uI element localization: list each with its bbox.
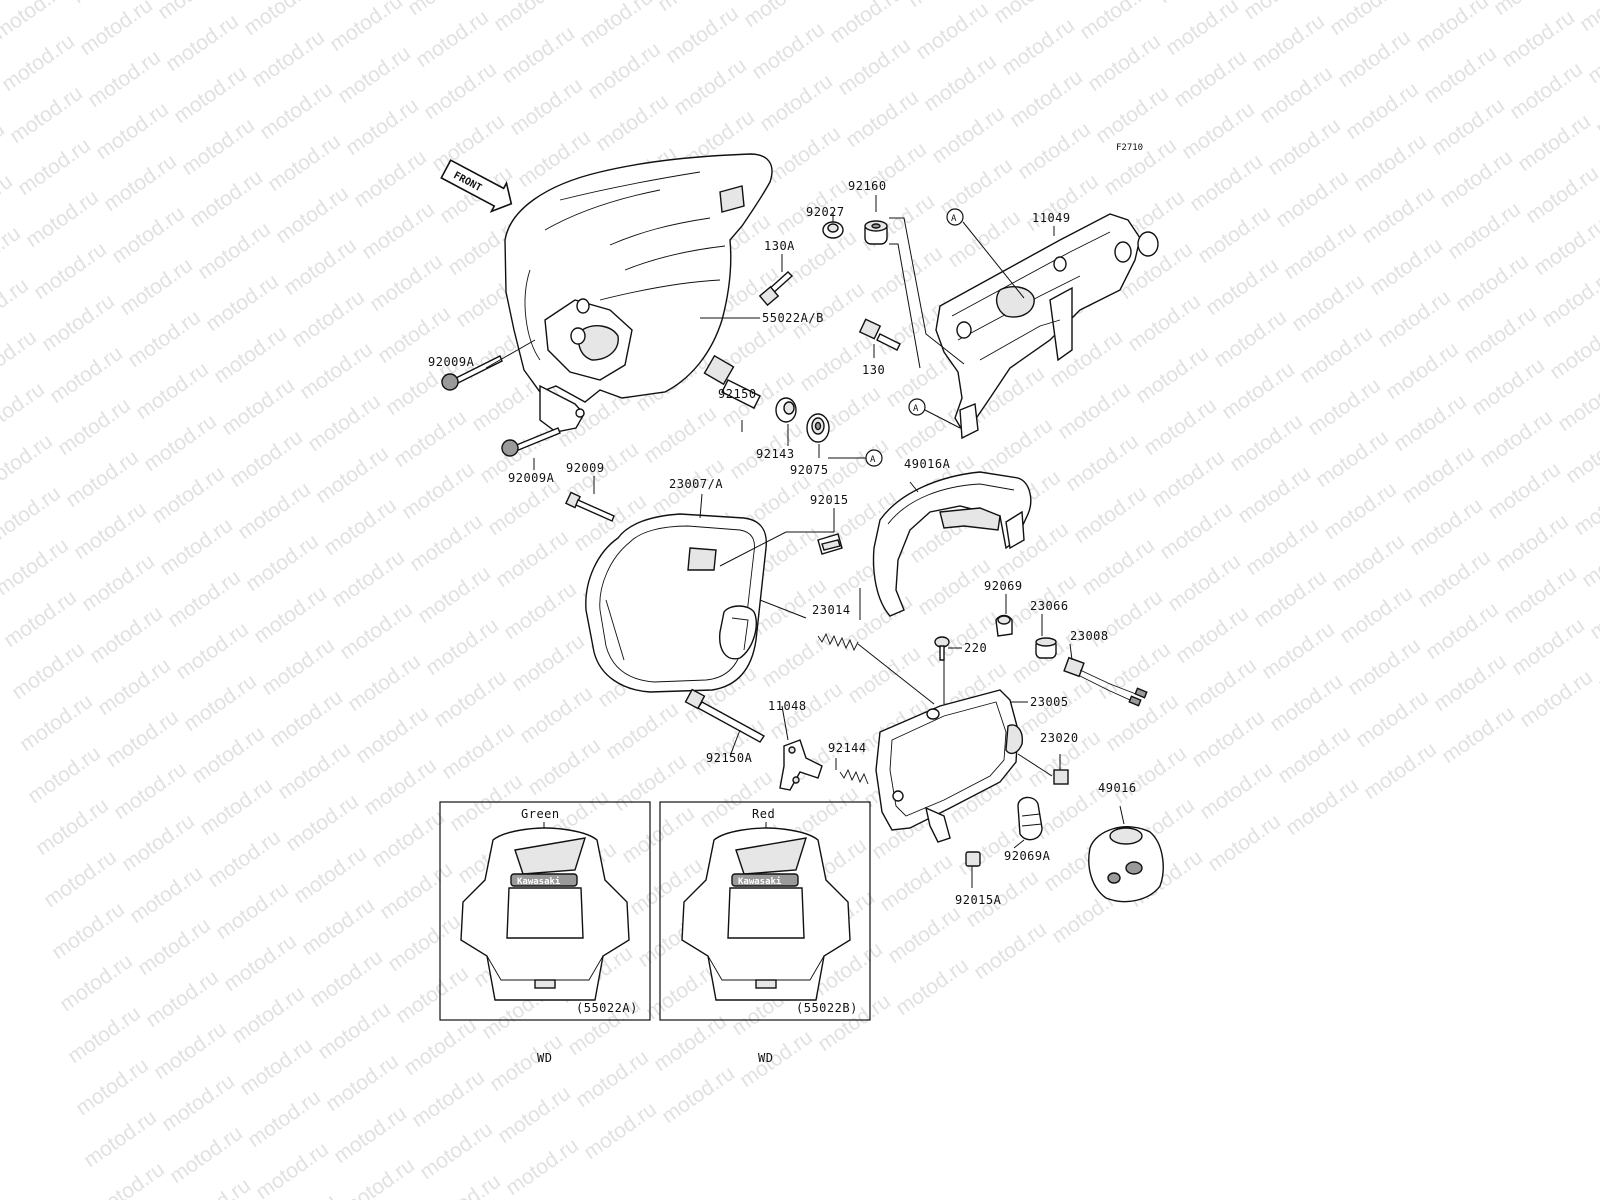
watermark-text: motod.ru bbox=[1360, 738, 1441, 804]
label-92009: 92009 bbox=[566, 461, 605, 475]
headlight-stay-11049 bbox=[935, 213, 1159, 440]
watermark-text: motod.ru bbox=[1576, 0, 1600, 36]
watermark-text: motod.ru bbox=[814, 990, 895, 1056]
label-49016A: 49016A bbox=[904, 457, 951, 471]
brand-text: Kawasaki bbox=[517, 876, 561, 887]
inset-color-label: Red bbox=[752, 807, 775, 821]
callout-letter: A bbox=[951, 214, 957, 224]
watermark-text: motod.ru bbox=[580, 1098, 661, 1164]
watermark-text: motod.ru bbox=[970, 918, 1051, 984]
label-92009A-lower: 92009A bbox=[508, 471, 555, 485]
label-92009A-upper: 92009A bbox=[428, 355, 475, 369]
watermark-text: motod.ru bbox=[502, 1134, 583, 1200]
label-92075: 92075 bbox=[790, 463, 829, 477]
watermark-text: motod.ru bbox=[1204, 810, 1285, 876]
socket-23008 bbox=[1063, 656, 1148, 707]
label-130: 130 bbox=[862, 363, 885, 377]
callout-letter: A bbox=[913, 404, 919, 414]
label-92015: 92015 bbox=[810, 493, 849, 507]
label-55022AB: 55022A/B bbox=[762, 311, 824, 325]
label-92015A: 92015A bbox=[955, 893, 1002, 907]
bolt-92150 bbox=[703, 354, 761, 409]
front-arrow: FRONT bbox=[440, 159, 513, 213]
grommet-92075 bbox=[806, 413, 830, 443]
collar-92027 bbox=[822, 221, 844, 239]
inset-green: Green Kawasaki (55022A) WD bbox=[439, 801, 651, 1065]
label-23007A: 23007/A bbox=[669, 477, 723, 491]
watermark-text: motod.ru bbox=[736, 1026, 817, 1092]
leader-lines bbox=[485, 195, 1125, 888]
watermark-text: motod.ru bbox=[1282, 774, 1363, 840]
label-92150: 92150 bbox=[718, 387, 757, 401]
callout-a-stay: A bbox=[946, 208, 964, 226]
label-92069: 92069 bbox=[984, 579, 1023, 593]
label-220: 220 bbox=[964, 641, 987, 655]
cap-23020 bbox=[1053, 769, 1069, 785]
callout-letter: A bbox=[870, 455, 876, 465]
collar-92143 bbox=[775, 397, 797, 423]
label-92160: 92160 bbox=[848, 179, 887, 193]
housing-23005 bbox=[875, 689, 1023, 843]
inset-part-ref: (55022B) bbox=[796, 1001, 858, 1015]
socket-23066 bbox=[1035, 637, 1057, 659]
headlight-23007A bbox=[585, 513, 767, 693]
part-labels: 92160 92027 11049 130A 55022A/B 92009A 1… bbox=[428, 179, 1137, 907]
inset-color-label: Green bbox=[521, 807, 560, 821]
spring-92144 bbox=[839, 768, 869, 785]
label-11048: 11048 bbox=[768, 699, 807, 713]
watermark-text: motod.ru bbox=[1438, 702, 1519, 768]
label-23005: 23005 bbox=[1030, 695, 1069, 709]
label-92150A: 92150A bbox=[706, 751, 753, 765]
bulb-92069A bbox=[1017, 796, 1043, 841]
watermark-text: motod.ru bbox=[1516, 666, 1597, 732]
label-11049: 11049 bbox=[1032, 211, 1071, 225]
label-92069A: 92069A bbox=[1004, 849, 1051, 863]
bolt-92009 bbox=[565, 491, 615, 522]
label-23020: 23020 bbox=[1040, 731, 1079, 745]
screw-220 bbox=[934, 636, 950, 661]
spring-23014 bbox=[817, 632, 859, 652]
bracket-11048 bbox=[779, 739, 823, 791]
bolt-92009A-lower bbox=[501, 427, 561, 457]
watermark-text: motod.ru bbox=[658, 1062, 739, 1128]
cover-49016 bbox=[1088, 826, 1164, 903]
watermark-text: motod.ru bbox=[892, 954, 973, 1020]
inset-part-ref: (55022A) bbox=[576, 1001, 638, 1015]
cowl-front-view: Kawasaki bbox=[460, 827, 630, 1001]
label-92027: 92027 bbox=[806, 205, 845, 219]
clip-92015 bbox=[817, 533, 843, 555]
inset-model-label: WD bbox=[758, 1051, 773, 1065]
headlight-cowl bbox=[504, 153, 773, 433]
label-23014: 23014 bbox=[812, 603, 851, 617]
bolt-130A bbox=[758, 271, 794, 307]
inset-model-label: WD bbox=[537, 1051, 552, 1065]
figure-code: F2710 bbox=[1116, 143, 1143, 153]
clip-92015A bbox=[965, 851, 981, 867]
bulb-92069 bbox=[995, 614, 1013, 637]
label-92143: 92143 bbox=[756, 447, 795, 461]
bolt-92150A bbox=[684, 688, 766, 743]
label-23066: 23066 bbox=[1030, 599, 1069, 613]
bolt-92009A-upper bbox=[441, 355, 503, 391]
inset-red: Red Kawasaki (55022B) WD bbox=[659, 801, 871, 1065]
rim-49016A bbox=[872, 471, 1032, 617]
watermark-text: motod.ru bbox=[1522, 162, 1600, 228]
grommet-92160 bbox=[864, 220, 888, 245]
brand-text: Kawasaki bbox=[738, 876, 782, 887]
label-130A: 130A bbox=[764, 239, 795, 253]
label-49016: 49016 bbox=[1098, 781, 1137, 795]
callout-a-lower: A bbox=[908, 398, 926, 416]
label-23008: 23008 bbox=[1070, 629, 1109, 643]
callout-a-grommet: A bbox=[865, 449, 883, 467]
bolt-130 bbox=[858, 318, 901, 351]
cowl-front-view: Kawasaki bbox=[681, 827, 851, 1001]
label-92144: 92144 bbox=[828, 741, 867, 755]
